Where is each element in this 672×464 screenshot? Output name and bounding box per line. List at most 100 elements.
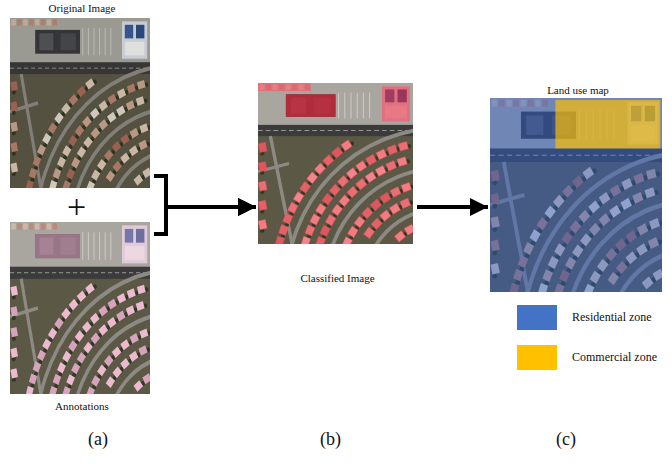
parking-line bbox=[351, 93, 352, 119]
legend-row: Residential zone bbox=[517, 305, 657, 330]
street bbox=[21, 279, 41, 394]
house bbox=[10, 348, 18, 362]
house-roof bbox=[365, 172, 375, 183]
flow-arrow bbox=[154, 176, 256, 207]
house-roof bbox=[68, 340, 77, 352]
house-roof bbox=[48, 328, 57, 340]
house bbox=[404, 222, 413, 235]
house-roof bbox=[71, 363, 80, 375]
house-roof bbox=[23, 223, 27, 229]
parking-line bbox=[99, 232, 100, 260]
class-overlay bbox=[342, 236, 353, 244]
ground bbox=[10, 222, 150, 394]
class-overlay bbox=[346, 167, 358, 180]
class-overlay bbox=[314, 162, 326, 175]
house bbox=[258, 161, 268, 175]
class-overlay bbox=[365, 154, 377, 166]
ground bbox=[10, 18, 150, 188]
house-roof bbox=[29, 373, 37, 384]
house-roof bbox=[91, 375, 100, 387]
house bbox=[258, 200, 268, 214]
house-roof bbox=[77, 291, 87, 302]
house-roof bbox=[371, 199, 382, 210]
parking-line bbox=[94, 232, 95, 260]
class-overlay bbox=[340, 139, 352, 151]
house bbox=[10, 306, 18, 320]
house-roof bbox=[91, 333, 101, 345]
house-roof bbox=[57, 362, 66, 373]
class-overlay bbox=[322, 154, 334, 167]
house-roof bbox=[41, 223, 45, 229]
class-overlay bbox=[354, 216, 366, 229]
commercial-lot bbox=[258, 83, 413, 126]
house-roof bbox=[320, 225, 330, 236]
class-overlay bbox=[299, 181, 311, 194]
house-roof bbox=[338, 176, 349, 187]
house bbox=[29, 370, 39, 385]
house-roof bbox=[322, 194, 332, 205]
class-overlay bbox=[397, 156, 408, 167]
house-roof bbox=[42, 338, 51, 350]
house-roof bbox=[37, 350, 46, 361]
house-roof bbox=[83, 342, 92, 354]
parking-line bbox=[363, 93, 364, 119]
class-overlay bbox=[370, 199, 382, 212]
house-roof bbox=[347, 168, 358, 179]
house-roof bbox=[362, 207, 373, 218]
house bbox=[340, 138, 355, 152]
house-roof bbox=[137, 285, 146, 295]
commercial-building bbox=[35, 234, 80, 258]
ground bbox=[258, 83, 413, 244]
lane-line bbox=[10, 272, 150, 273]
image-panel: Land use map bbox=[490, 84, 666, 292]
flow-arrow bbox=[154, 207, 256, 234]
house bbox=[136, 300, 148, 311]
house-roof bbox=[53, 223, 57, 229]
class-overlay bbox=[258, 161, 268, 172]
street bbox=[35, 270, 150, 394]
class-overlay bbox=[382, 86, 410, 121]
house-roof bbox=[112, 366, 121, 378]
parking-line bbox=[110, 232, 111, 260]
house-roof bbox=[279, 225, 288, 235]
class-overlay bbox=[363, 226, 375, 239]
house-roof bbox=[62, 351, 71, 363]
house-roof bbox=[294, 192, 304, 203]
house-roof bbox=[120, 358, 130, 369]
parking-line bbox=[369, 93, 370, 119]
house-roof bbox=[69, 299, 79, 311]
house bbox=[137, 284, 149, 295]
class-overlay bbox=[258, 142, 268, 153]
class-overlay bbox=[347, 225, 359, 238]
house-roof bbox=[316, 204, 326, 215]
house bbox=[10, 368, 18, 382]
house-roof bbox=[104, 355, 114, 367]
parking-line bbox=[338, 93, 339, 119]
house-roof bbox=[405, 225, 413, 235]
class-overlay bbox=[301, 236, 312, 244]
house bbox=[127, 287, 139, 299]
house-roof bbox=[258, 201, 266, 211]
class-overlay bbox=[320, 225, 331, 237]
commercial-overlay bbox=[555, 100, 660, 149]
lot-right bbox=[382, 86, 410, 121]
house-roof bbox=[356, 179, 367, 190]
house-roof bbox=[120, 339, 129, 350]
class-overlay bbox=[282, 213, 293, 225]
house-roof bbox=[387, 145, 397, 155]
house-roof bbox=[258, 143, 266, 153]
house-roof bbox=[53, 374, 62, 385]
class-overlay bbox=[331, 204, 343, 217]
panel-caption: Original Image bbox=[10, 2, 154, 15]
house-roof bbox=[107, 317, 116, 328]
house-roof bbox=[126, 305, 135, 315]
plus-sign: + bbox=[67, 190, 86, 224]
panel-caption: Classified Image bbox=[258, 272, 417, 285]
commercial-building bbox=[286, 94, 336, 117]
class-overlay bbox=[361, 207, 373, 220]
house-roof bbox=[62, 386, 70, 394]
shade bbox=[10, 18, 150, 188]
aerial-image bbox=[10, 18, 150, 188]
house-roof bbox=[66, 374, 75, 385]
house-roof bbox=[258, 220, 266, 230]
